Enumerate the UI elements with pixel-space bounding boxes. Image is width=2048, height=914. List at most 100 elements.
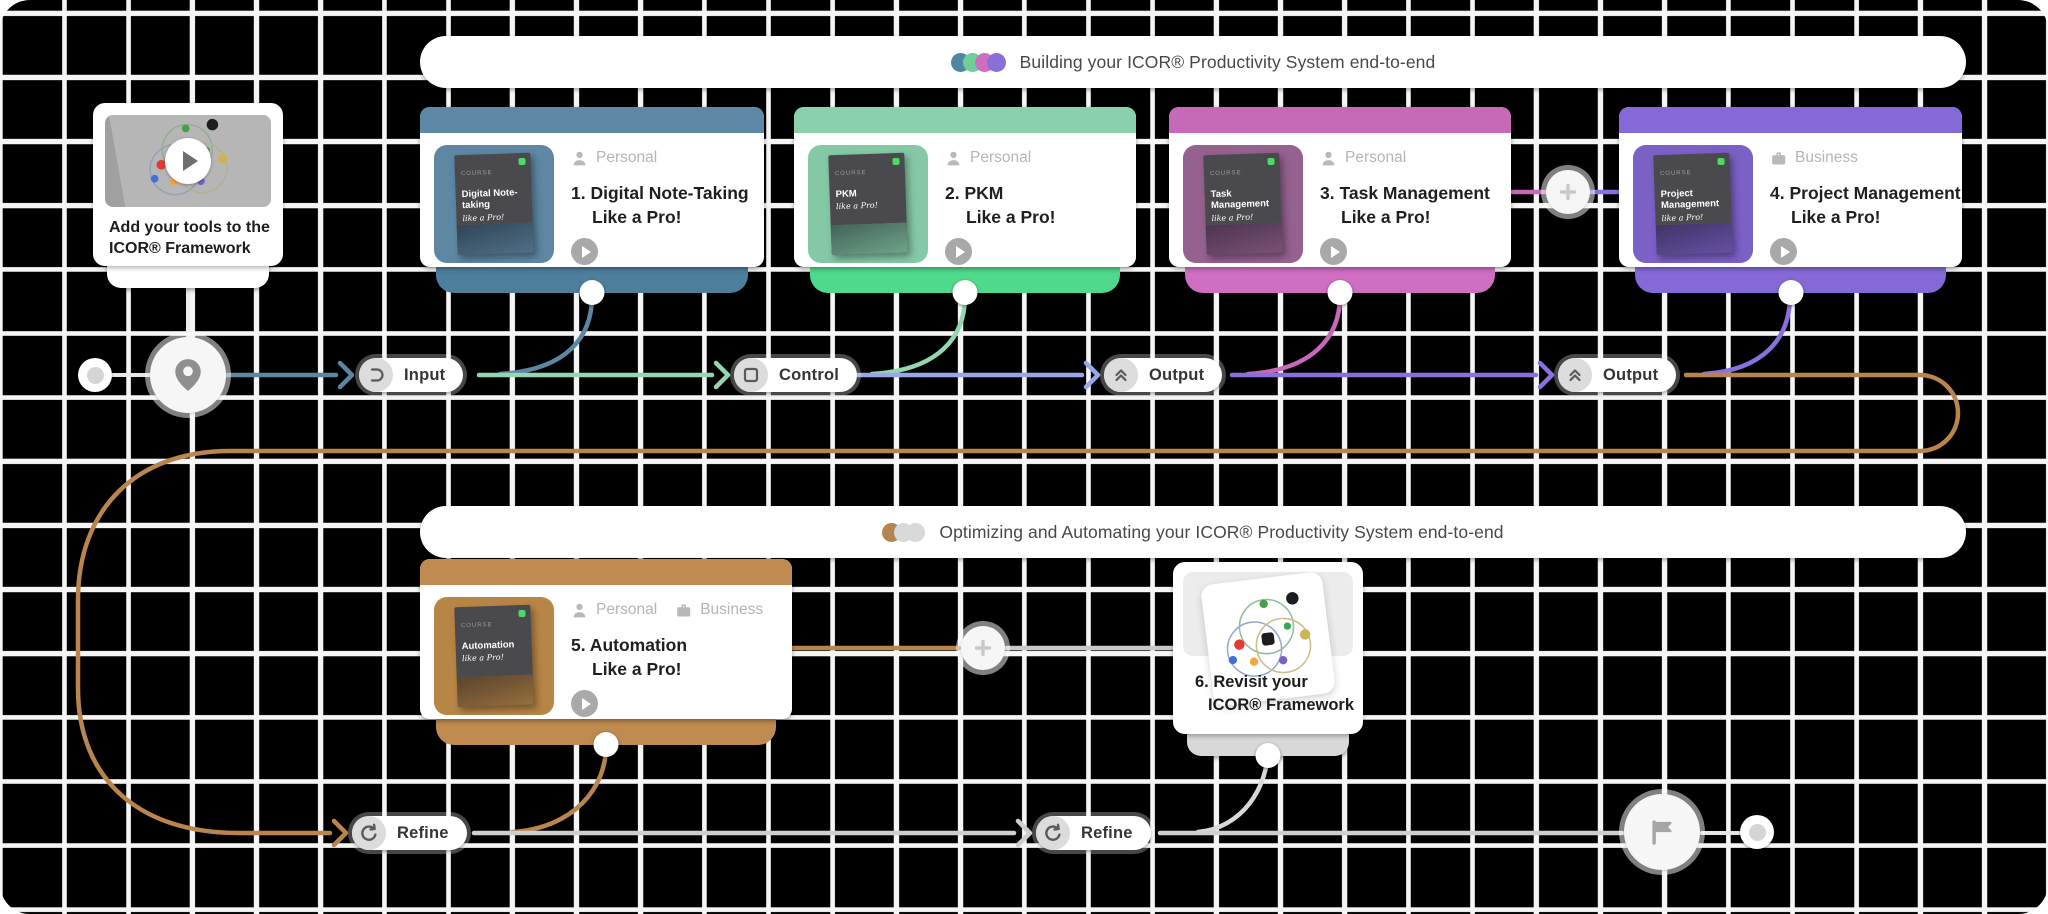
node-output-2[interactable]: Output	[1558, 358, 1677, 392]
dot-grey	[906, 522, 926, 542]
card-course-1[interactable]: COURSE Digital Note-taking like a Pro! P…	[420, 107, 764, 305]
edge-card5-curve	[509, 743, 609, 835]
add-node[interactable]	[1546, 170, 1590, 214]
cover-green-dot	[1267, 157, 1275, 166]
briefcase-icon	[677, 604, 691, 617]
arrowhead-input	[337, 360, 355, 390]
edge-card4-curve	[1701, 293, 1793, 377]
rotate-cw-icon	[352, 816, 386, 850]
arrowhead-output1	[1083, 360, 1101, 390]
cover-green-dot	[518, 157, 526, 166]
course-thumbnail: COURSE Task Management like a Pro!	[1183, 145, 1303, 263]
course-thumbnail: COURSE Automation like a Pro!	[434, 597, 554, 715]
arrowhead-refine2	[1015, 818, 1033, 848]
node-input[interactable]: Input	[359, 358, 464, 392]
banner-color-dots	[950, 52, 1006, 72]
cover-image	[1655, 222, 1733, 256]
dot-icon	[86, 366, 104, 384]
connector-port[interactable]	[952, 280, 978, 305]
person-icon	[947, 151, 960, 165]
card-accent-bar	[420, 559, 792, 585]
map-pin-icon	[175, 359, 201, 391]
node-refine-1[interactable]: Refine	[352, 816, 467, 850]
plus-icon	[974, 639, 992, 657]
venn-tools-illustration	[1226, 592, 1312, 677]
course-book-cover: COURSE Task Management like a Pro!	[1203, 152, 1283, 256]
cover-green-dot	[518, 609, 526, 618]
edge-card2-curve	[869, 293, 968, 377]
play-button[interactable]	[1770, 238, 1797, 266]
course-thumbnail: COURSE Project Management like a Pro!	[1633, 145, 1753, 263]
banner-label: Building your ICOR® Productivity System …	[1019, 51, 1436, 72]
briefcase-icon	[1772, 152, 1786, 165]
square-icon	[734, 358, 768, 392]
course-title: 3. Task Management Like a Pro!	[1320, 183, 1490, 227]
person-icon	[1322, 151, 1335, 165]
card-course-4[interactable]: COURSE Project Management like a Pro! Bu…	[1619, 107, 1962, 305]
play-button[interactable]	[165, 138, 211, 184]
add-node[interactable]	[961, 626, 1005, 670]
audience-personal: Personal	[571, 149, 657, 167]
audience-business: Business	[1770, 149, 1858, 167]
cover-image	[1205, 222, 1283, 256]
card-front: COURSE Project Management like a Pro! Bu…	[1619, 107, 1962, 267]
card-accent-bar	[1619, 107, 1962, 133]
double-chevron-up-icon	[1104, 358, 1138, 392]
card-course-3[interactable]: COURSE Task Management like a Pro! Perso…	[1169, 107, 1511, 305]
banner-optimizing[interactable]: Optimizing and Automating your ICOR® Pro…	[420, 506, 1966, 558]
end-node[interactable]	[1740, 815, 1774, 849]
course-book-cover: COURSE Project Management like a Pro!	[1653, 152, 1733, 256]
banner-color-dots	[882, 522, 926, 542]
card-title: 6. Revisit your ICOR® Framework	[1195, 673, 1355, 714]
connector-port[interactable]	[1255, 743, 1281, 768]
card-accent-bar	[794, 107, 1136, 133]
card-course-5[interactable]: COURSE Automation like a Pro! Personal	[420, 559, 792, 757]
connector-port[interactable]	[579, 280, 605, 305]
connector-port[interactable]	[1778, 280, 1803, 305]
play-button[interactable]	[571, 690, 598, 718]
milestone-pin-node[interactable]	[150, 337, 226, 413]
course-book-cover: COURSE Digital Note-taking like a Pro!	[454, 152, 534, 256]
course-title: 2. PKM Like a Pro!	[945, 183, 1056, 227]
finish-flag-node[interactable]	[1624, 794, 1700, 870]
plus-icon	[1559, 183, 1577, 201]
card-revisit-framework[interactable]: 6. Revisit your ICOR® Framework	[1173, 562, 1363, 768]
person-icon	[573, 151, 586, 165]
person-icon	[573, 603, 586, 617]
tilted-framework-card	[1200, 571, 1336, 707]
course-title: 5. Automation Like a Pro!	[571, 635, 688, 679]
edge-card1-curve	[497, 293, 595, 377]
connector-port[interactable]	[1327, 280, 1353, 305]
audience-personal: Personal	[1320, 149, 1406, 167]
card-title: Add your tools to the ICOR® Framework	[109, 219, 270, 258]
course-book-cover: COURSE Automation like a Pro!	[454, 604, 534, 708]
arrowhead-refine1	[331, 818, 349, 848]
video-thumbnail	[105, 115, 271, 207]
banner-label: Optimizing and Automating your ICOR® Pro…	[939, 521, 1504, 542]
course-book-cover: COURSE PKM like a Pro!	[828, 152, 908, 256]
card-front: COURSE Task Management like a Pro! Perso…	[1169, 107, 1511, 267]
double-chevron-up-icon	[1558, 358, 1592, 392]
start-node[interactable]	[78, 358, 112, 392]
course-title: 4. Project Management Like a Pro!	[1770, 183, 1961, 227]
audience-personal: Personal	[945, 149, 1031, 167]
node-output-1[interactable]: Output	[1104, 358, 1223, 392]
node-refine-2[interactable]: Refine	[1036, 816, 1151, 850]
rotate-cw-icon	[1036, 816, 1070, 850]
card-accent-bar	[1169, 107, 1511, 133]
card-add-tools[interactable]: Add your tools to the ICOR® Framework	[93, 103, 283, 288]
banner-building[interactable]: Building your ICOR® Productivity System …	[420, 36, 1966, 88]
audience-business: Business	[675, 601, 763, 619]
connector-port[interactable]	[593, 732, 619, 757]
play-button[interactable]	[1320, 238, 1347, 266]
cover-green-dot	[892, 157, 900, 166]
arrowhead-output2	[1537, 360, 1555, 390]
card-course-2[interactable]: COURSE PKM like a Pro! Personal	[794, 107, 1136, 305]
play-button[interactable]	[571, 238, 598, 266]
play-button[interactable]	[945, 238, 972, 266]
dot-icon	[1748, 823, 1766, 841]
cover-image	[456, 222, 534, 256]
dot-purple	[986, 52, 1006, 72]
node-control[interactable]: Control	[734, 358, 858, 392]
